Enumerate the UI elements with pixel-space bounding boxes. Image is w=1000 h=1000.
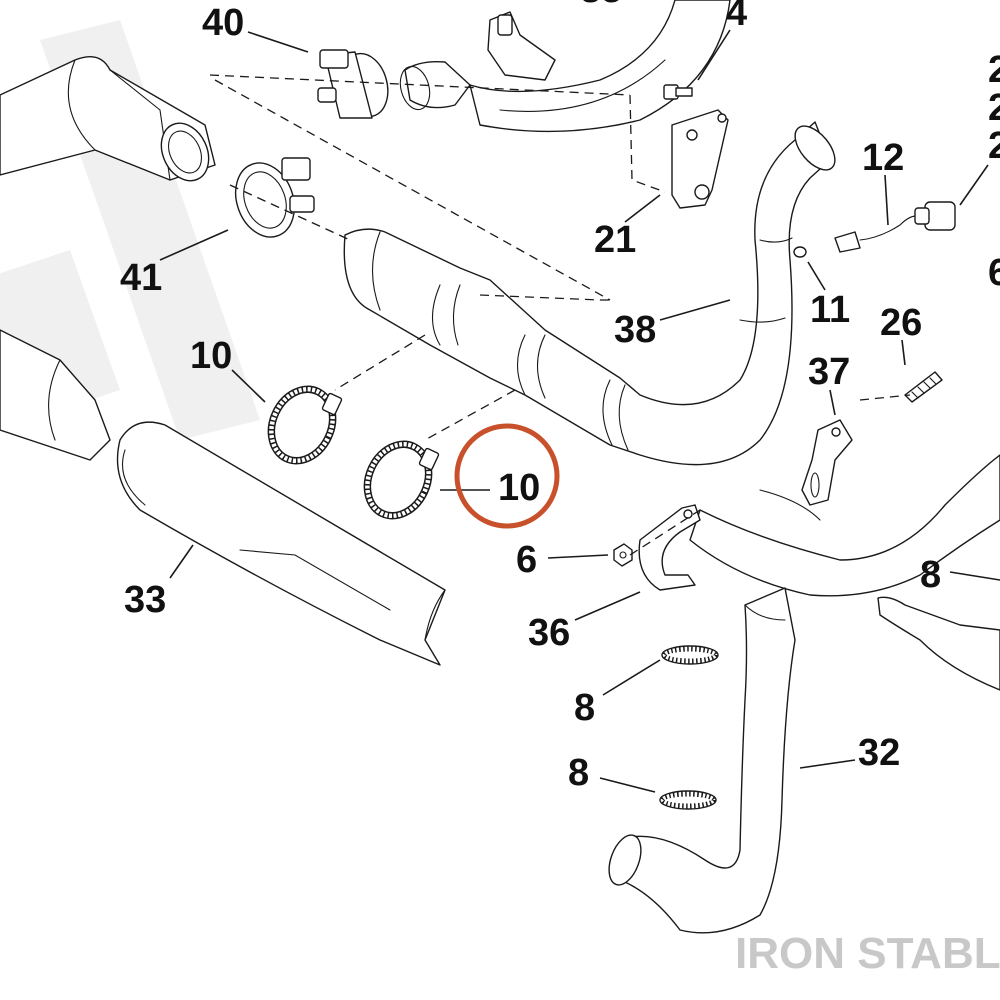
callout-10b-highlighted: 10	[498, 467, 540, 509]
callout-2b: 2	[988, 87, 1000, 129]
part-41-clamp	[234, 157, 315, 238]
callout-6: 6	[516, 539, 537, 581]
left-muffler-upper	[0, 56, 216, 182]
highlight-circle	[454, 423, 560, 529]
leader-lines	[159, 29, 1000, 793]
part-33-heat-shield	[116, 421, 446, 666]
left-muffler-lower	[0, 329, 111, 461]
callout-38: 38	[614, 309, 656, 351]
callout-26: 26	[880, 302, 922, 344]
part-6-nut	[613, 543, 633, 567]
part-40-clamp	[317, 49, 471, 119]
upper-header-pipe	[469, 0, 731, 133]
callout-8a: 8	[920, 554, 941, 596]
callout-40: 40	[202, 2, 244, 44]
part-11-gasket	[793, 246, 807, 258]
right-crossover-pipe	[689, 454, 1000, 597]
part-8-clamp-lower	[659, 790, 717, 810]
callout-12: 12	[862, 137, 904, 179]
part-37-bracket	[801, 419, 853, 506]
callout-35: 35	[580, 0, 622, 11]
part-26-stud	[904, 371, 943, 403]
part-10-clamp-lower	[363, 440, 440, 520]
callout-8c: 8	[568, 752, 589, 794]
callout-36: 36	[528, 612, 570, 654]
part-38-exhaust-pipe	[343, 121, 836, 466]
callout-33: 33	[124, 579, 166, 621]
right-heat-shield	[877, 596, 1000, 691]
part-12-oxygen-sensor	[834, 201, 956, 253]
callout-4: 4	[726, 0, 747, 34]
callout-41: 41	[120, 257, 162, 299]
callout-2c: 2	[988, 125, 1000, 167]
callouts: 40 35 4 2 2 2 12 21 6 41 38 11 26 37 10 …	[120, 0, 1000, 794]
part-4-bolt	[663, 84, 693, 100]
callout-37: 37	[808, 351, 850, 393]
brand-watermark: IRON STABLE	[735, 929, 1000, 978]
part-10-clamp-upper	[267, 385, 343, 465]
callout-10a: 10	[190, 335, 232, 377]
callout-2a: 2	[988, 49, 1000, 91]
callout-11: 11	[810, 289, 850, 331]
part-32-lower-pipe	[608, 587, 796, 934]
part-36-bracket	[638, 504, 701, 591]
assembly-lines	[209, 74, 911, 556]
callout-21: 21	[594, 219, 636, 261]
callout-32: 32	[858, 732, 900, 774]
part-21-bracket	[671, 109, 729, 209]
callout-8b: 8	[574, 687, 595, 729]
callout-6-right: 6	[988, 252, 1000, 294]
part-8-clamp-upper	[661, 645, 719, 665]
